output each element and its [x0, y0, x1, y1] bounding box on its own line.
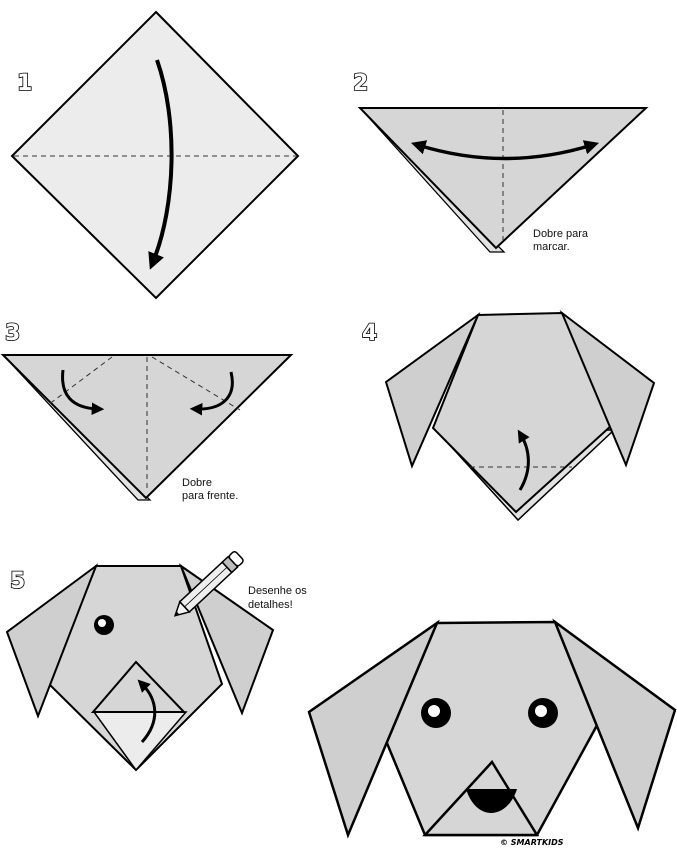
step-4-number: 4 — [362, 321, 377, 346]
finished-dog-right-eye-highlight — [535, 705, 547, 717]
step-4: 4 — [362, 313, 654, 520]
step-5-eye-highlight — [98, 619, 106, 627]
step-2-note: Dobre para marcar. — [533, 228, 591, 253]
step-3-note: Dobre para frente. — [182, 477, 238, 502]
step-5: 5 Desenhe os detalhes! — [7, 551, 310, 770]
credit-text: © SMARTKIDS — [500, 838, 564, 847]
step-2: 2 Dobre para marcar. — [353, 71, 646, 253]
step-5-number: 5 — [10, 569, 25, 594]
step-5-note-line-1: Desenhe os — [248, 585, 307, 597]
step-2-number: 2 — [353, 71, 368, 96]
finished-dog-left-eye-highlight — [428, 705, 440, 717]
step-5-note-line-2: detalhes! — [248, 599, 293, 611]
step-3: 3 Dobre para frente. — [3, 321, 291, 502]
step-3-number: 3 — [5, 321, 20, 346]
finished-dog: © SMARTKIDS — [309, 622, 675, 847]
step-1: 1 — [12, 12, 298, 298]
step-3-note-line-1: Dobre — [182, 477, 212, 489]
step-3-note-line-2: para frente. — [182, 490, 238, 502]
step-5-note: Desenhe os detalhes! — [248, 585, 310, 611]
step-1-number: 1 — [17, 71, 32, 96]
step-2-note-line-2: marcar. — [533, 241, 570, 253]
step-2-note-line-1: Dobre para — [533, 228, 589, 240]
